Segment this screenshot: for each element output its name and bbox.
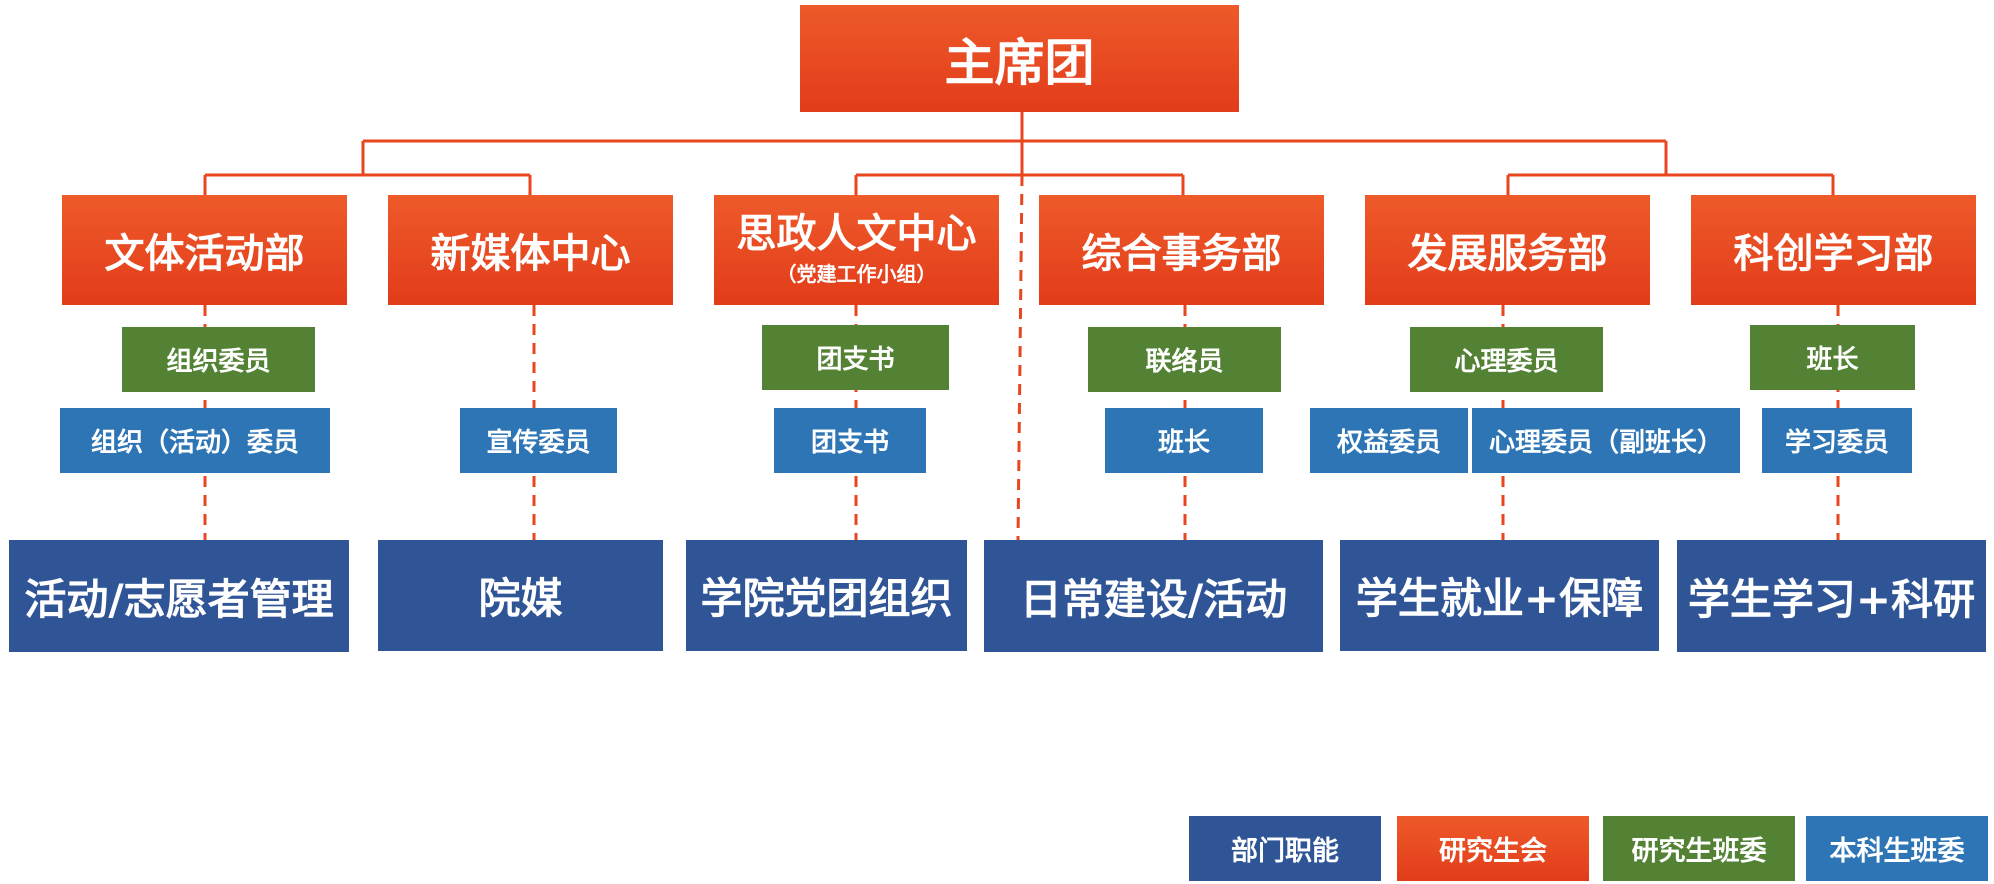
function-label: 日常建设/活动 [1019,574,1288,624]
grad-role-node: 联络员 [1088,327,1281,392]
function-node: 活动/志愿者管理 [9,540,349,652]
grad-role-label: 班长 [1806,345,1859,375]
grad-role-label: 联络员 [1145,347,1224,377]
undergrad-role-node: 组织（活动）委员 [60,408,330,473]
function-label: 活动/志愿者管理 [24,574,334,624]
undergrad-role-label: 学习委员 [1784,428,1889,458]
dept-label: 综合事务部 [1081,231,1282,277]
grad-role-node: 团支书 [762,325,949,390]
legend-label: 研究生会 [1439,836,1547,867]
undergrad-role-label: 团支书 [810,428,889,458]
grad-role-node: 心理委员 [1410,327,1603,392]
function-node: 学院党团组织 [686,540,967,651]
function-node: 学生学习+科研 [1677,540,1986,652]
undergrad-role-label: 组织（活动）委员 [90,428,299,458]
undergrad-role-node: 宣传委员 [460,408,617,473]
undergrad-role-label: 权益委员 [1336,428,1441,458]
dept-node: 新媒体中心 [388,195,673,305]
undergrad-role-node: 班长 [1105,408,1263,473]
function-label: 学生就业+保障 [1355,574,1644,623]
legend-item-graduate-union: 研究生会 [1397,816,1589,881]
dept-label: 发展服务部 [1407,231,1608,277]
undergrad-role-label: 宣传委员 [486,428,591,458]
grad-role-label: 团支书 [816,345,895,375]
grad-role-label: 心理委员 [1454,347,1559,377]
dept-label: 思政人文中心 [736,210,977,257]
legend-label: 部门职能 [1231,836,1339,867]
root-node: 主席团 [800,5,1239,112]
dept-label: 科创学习部 [1733,231,1934,277]
undergrad-role-node: 学习委员 [1762,408,1912,473]
function-label: 学院党团组织 [700,574,953,623]
function-node: 学生就业+保障 [1340,540,1659,651]
function-label: 学生学习+科研 [1687,574,1976,624]
grad-role-node: 组织委员 [122,327,315,392]
grad-role-label: 组织委员 [166,347,271,377]
undergrad-role-node: 权益委员 [1310,408,1468,473]
function-label: 院媒 [478,574,563,623]
dept-node: 思政人文中心 （党建工作小组） [714,195,999,305]
undergrad-role-label: 班长 [1157,428,1210,458]
dept-node: 综合事务部 [1039,195,1324,305]
grad-role-node: 班长 [1750,325,1915,390]
dept-node: 科创学习部 [1691,195,1976,305]
legend-item-undergrad-committee: 本科生班委 [1806,816,1988,881]
undergrad-role-label: 心理委员（副班长） [1488,428,1723,458]
function-node: 日常建设/活动 [984,540,1323,652]
legend-item-graduate-committee: 研究生班委 [1603,816,1795,881]
legend-item-department-function: 部门职能 [1189,816,1381,881]
undergrad-role-node: 心理委员（副班长） [1472,408,1740,473]
undergrad-role-node: 团支书 [774,408,926,473]
root-label: 主席团 [944,33,1095,92]
dept-label: 新媒体中心 [430,231,631,277]
function-node: 院媒 [378,540,663,651]
dept-node: 文体活动部 [62,195,347,305]
legend-label: 本科生班委 [1829,836,1965,867]
legend-label: 研究生班委 [1631,836,1767,867]
dept-label: 文体活动部 [104,231,305,277]
dept-node: 发展服务部 [1365,195,1650,305]
dept-sublabel: （党建工作小组） [776,261,937,286]
